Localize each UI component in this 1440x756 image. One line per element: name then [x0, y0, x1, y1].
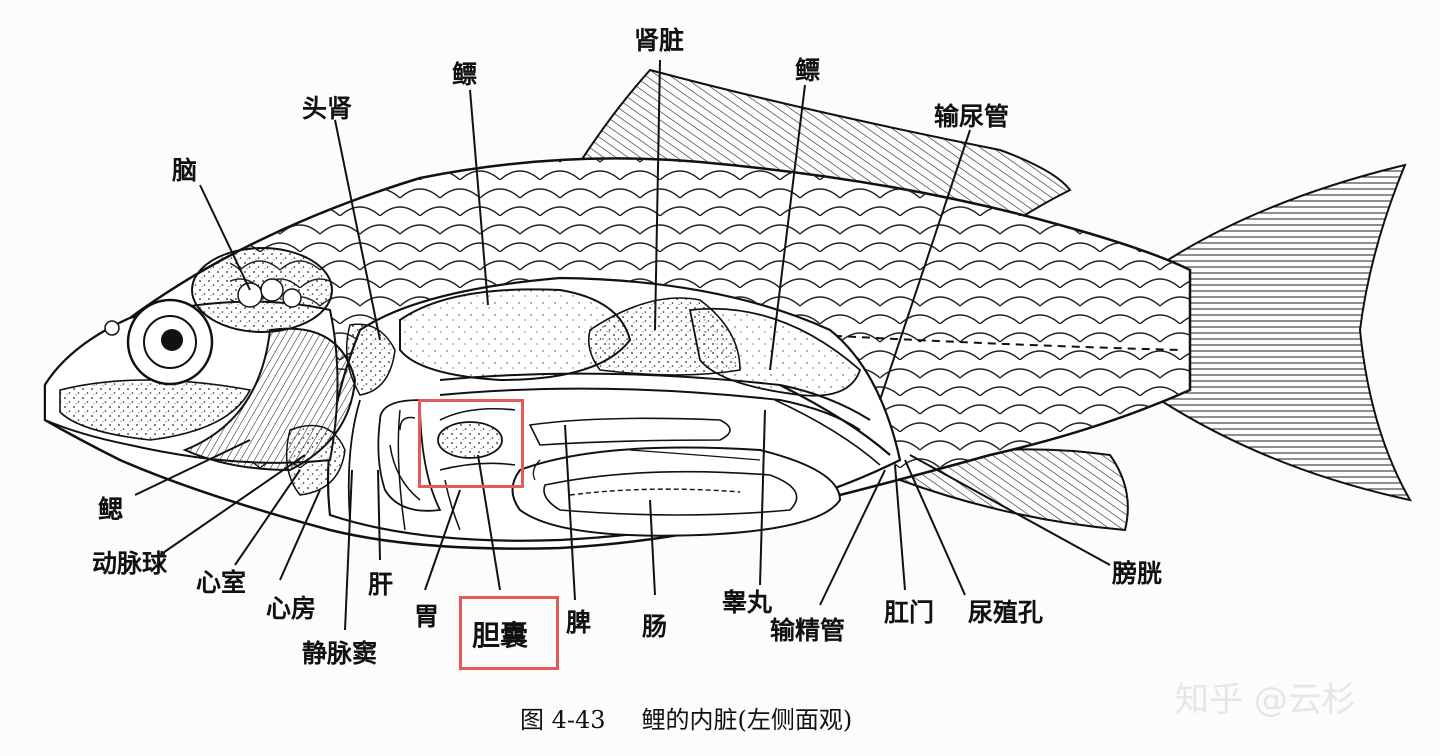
- label-stomach: 胃: [414, 602, 440, 631]
- label-ureter: 输尿管: [934, 102, 1010, 131]
- label-anus: 肛门: [884, 598, 935, 627]
- gallbladder-highlight-box: [418, 399, 524, 488]
- figure-title: 鲤的内脏(左侧面观): [641, 706, 853, 734]
- label-intestine: 肠: [642, 612, 668, 641]
- label-atrium: 心房: [266, 594, 317, 623]
- label-brain: 脑: [172, 156, 198, 185]
- label-testis: 睾丸: [722, 588, 773, 617]
- tail-fin: [1158, 163, 1412, 502]
- label-liver: 肝: [368, 570, 394, 599]
- label-bulbus-arteriosus: 动脉球: [92, 549, 168, 578]
- label-head-kidney: 头肾: [302, 94, 353, 123]
- label-ventricle: 心室: [196, 568, 247, 597]
- label-kidney: 肾脏: [634, 26, 685, 55]
- figure-caption: 图 4-43 鲤的内脏(左侧面观): [520, 700, 852, 735]
- label-urinary-bladder: 膀胱: [1112, 559, 1163, 588]
- gallbladder-label-highlight-box: [459, 596, 559, 670]
- label-gill: 鳃: [98, 495, 124, 524]
- label-vas-deferens: 输精管: [770, 616, 846, 645]
- leader-lines: [134, 59, 1111, 631]
- gallbladder-shape: [437, 421, 503, 459]
- label-swim-bladder-rear: 鳔: [795, 56, 821, 85]
- label-spleen: 脾: [566, 608, 592, 637]
- label-urogenital-pore: 尿殖孔: [968, 598, 1044, 627]
- label-gallbladder: 胆囊: [472, 619, 529, 652]
- label-sinus-venosus: 静脉窦: [302, 639, 378, 668]
- figure-number: 图 4-43: [520, 706, 606, 734]
- label-swim-bladder-front: 鳔: [452, 60, 478, 89]
- watermark: 知乎 @云杉: [1175, 680, 1356, 720]
